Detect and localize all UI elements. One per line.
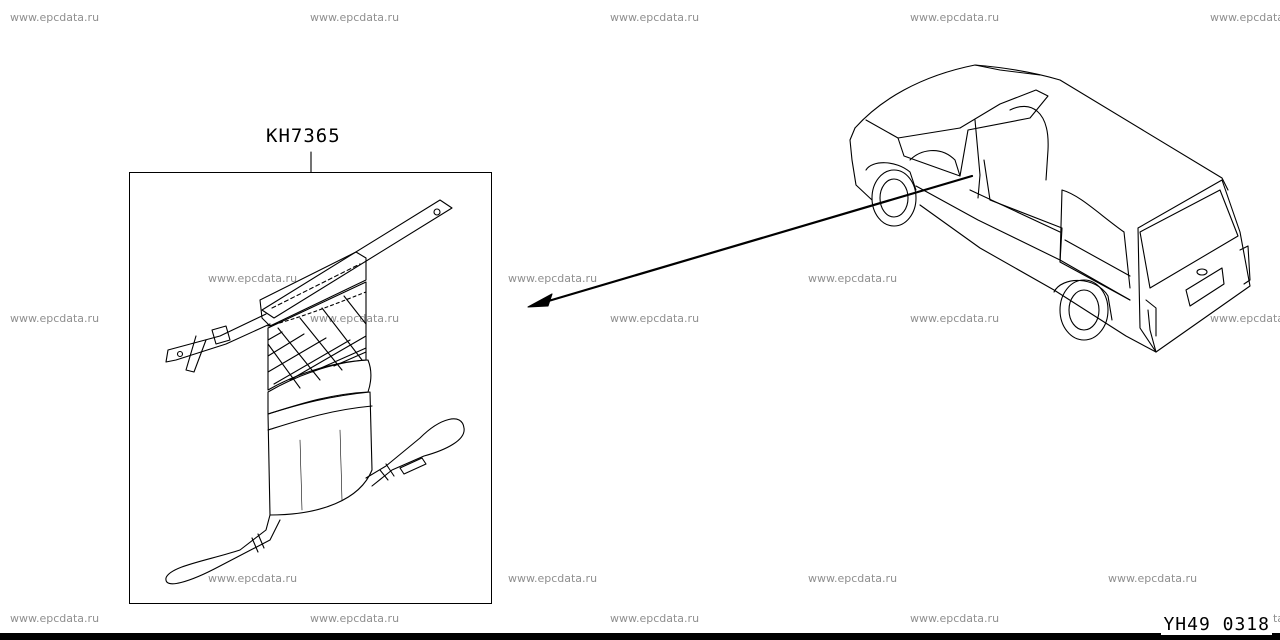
pocket-top-flap: [259, 251, 367, 327]
van-side-body: [919, 204, 1157, 353]
rear-window: [1139, 189, 1239, 289]
location-arrow: [527, 174, 974, 308]
right-strap-loop: [365, 418, 465, 487]
watermark: www.epcdata.ru: [508, 272, 598, 285]
watermark: www.epcdata.ru: [910, 612, 1000, 625]
watermark: www.epcdata.ru: [610, 612, 700, 625]
diagram-id: YH49 0318: [1161, 614, 1272, 635]
pocket-body: [267, 391, 373, 516]
strap-buckle: [211, 325, 231, 345]
watermark: www.epcdata.ru: [1210, 312, 1280, 325]
part-frame: [129, 172, 492, 604]
watermark: www.epcdata.ru: [10, 612, 100, 625]
watermark: www.epcdata.ru: [208, 272, 298, 285]
part-number-label: KH7365: [266, 125, 341, 147]
front-wheel: [871, 169, 917, 227]
van-roof: [854, 64, 1229, 191]
watermark: www.epcdata.ru: [1108, 572, 1198, 585]
watermark: www.epcdata.ru: [508, 572, 598, 585]
bottom-strap-loop: [165, 514, 281, 585]
left-strap: [165, 313, 271, 363]
watermark: www.epcdata.ru: [208, 572, 298, 585]
watermark: www.epcdata.ru: [310, 612, 400, 625]
watermark: www.epcdata.ru: [610, 312, 700, 325]
van-rear-door: [1137, 179, 1251, 353]
watermark: www.epcdata.ru: [808, 572, 898, 585]
watermark: www.epcdata.ru: [10, 11, 100, 24]
rear-wheel: [1059, 279, 1109, 341]
license-plate: [1185, 267, 1225, 307]
watermark: www.epcdata.ru: [10, 312, 100, 325]
watermark: www.epcdata.ru: [910, 312, 1000, 325]
top-strap: [261, 199, 453, 319]
watermark: www.epcdata.ru: [910, 11, 1000, 24]
watermark: www.epcdata.ru: [808, 272, 898, 285]
watermark: www.epcdata.ru: [310, 11, 400, 24]
watermark: www.epcdata.ru: [1210, 11, 1280, 24]
bottom-bar: [0, 633, 1280, 640]
watermark: www.epcdata.ru: [610, 11, 700, 24]
seat-pocket-net-illustration: [165, 199, 465, 585]
van-illustration: [849, 64, 1251, 353]
